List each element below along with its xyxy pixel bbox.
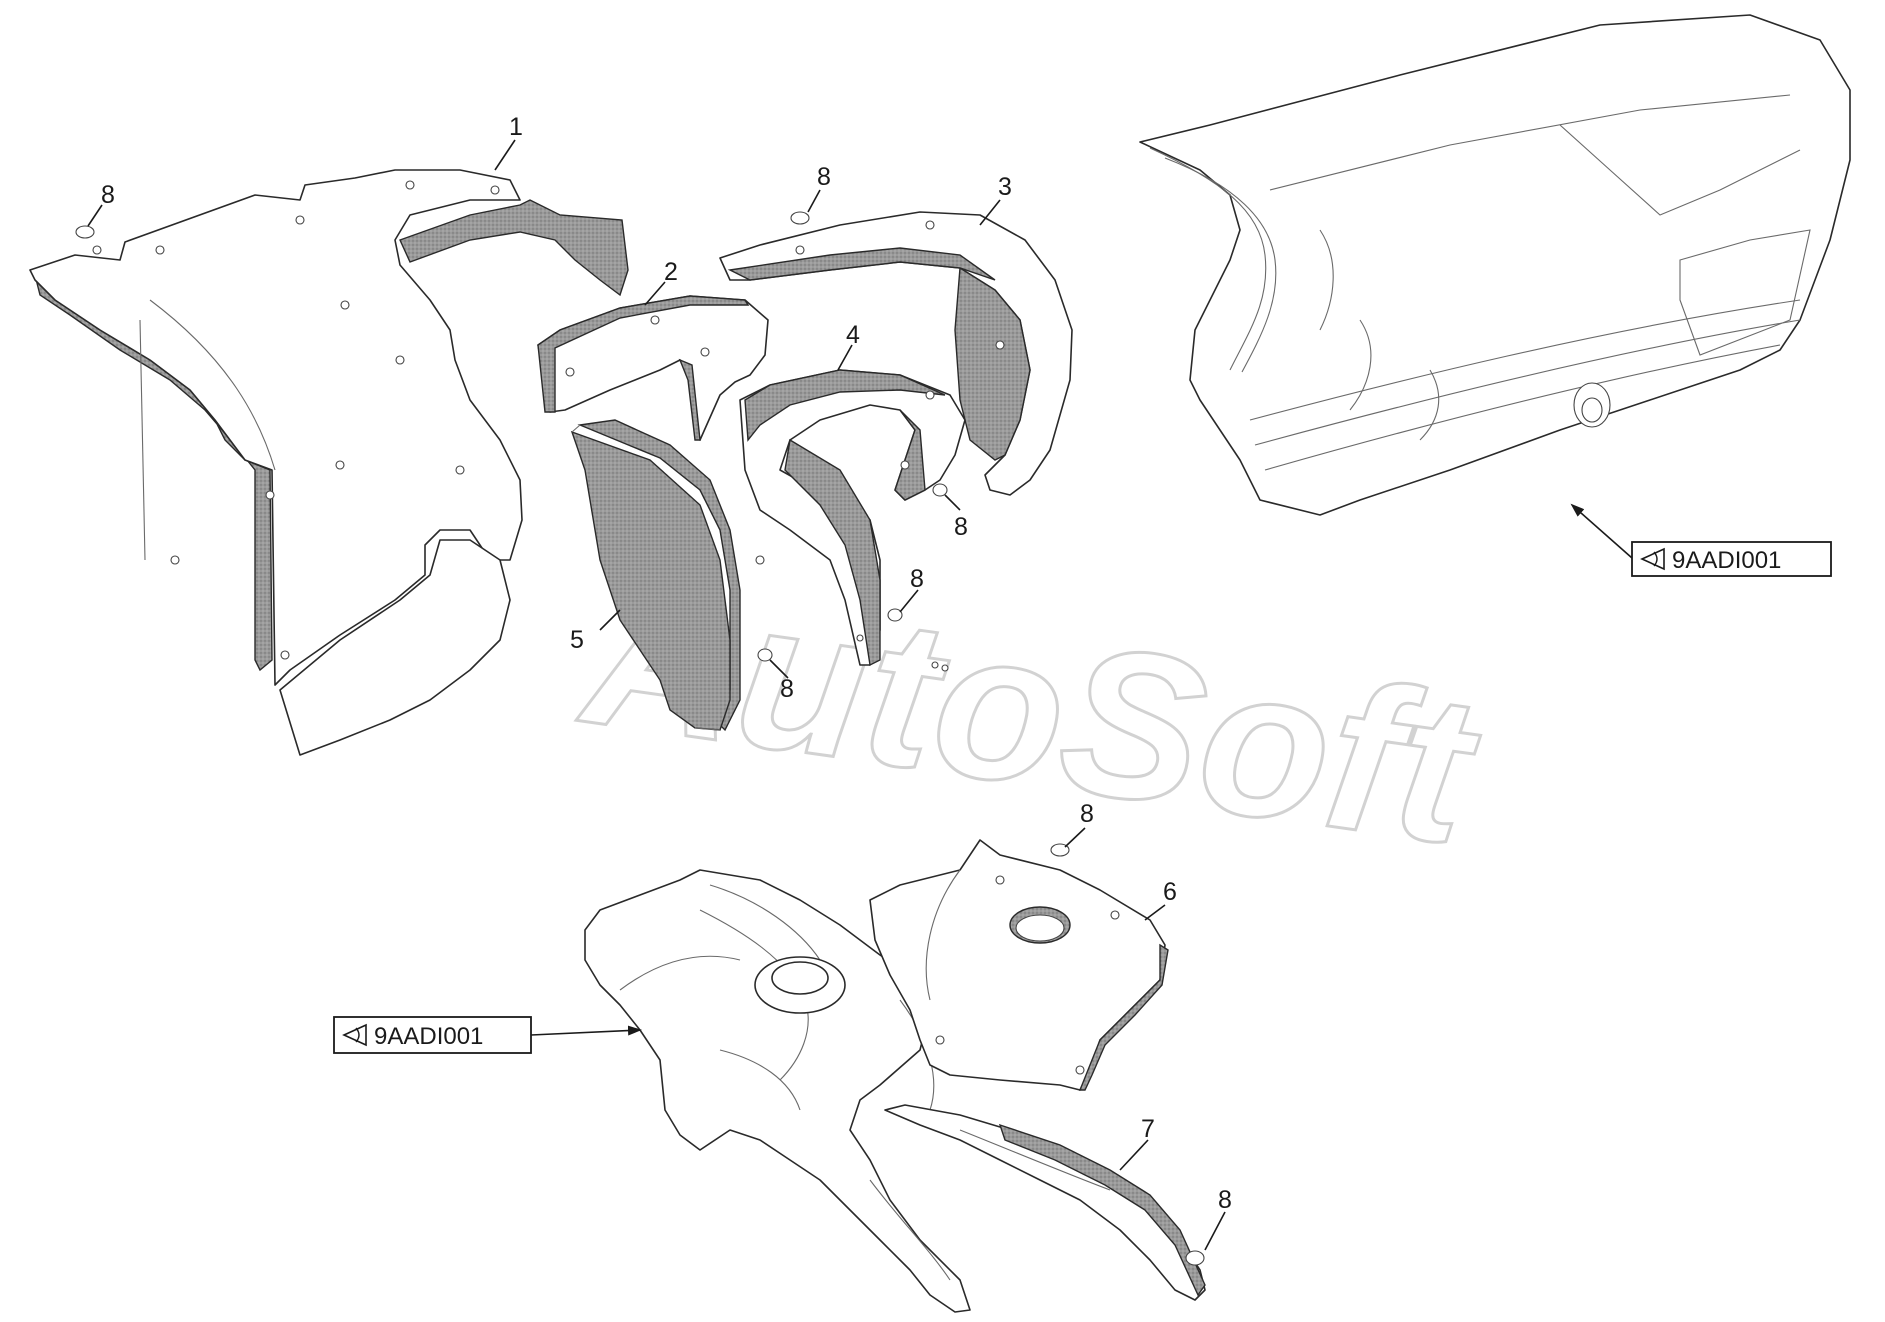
grommet-8-c: [932, 483, 948, 497]
grommet-8-a: [75, 225, 95, 239]
eye-view-icon: [1640, 547, 1665, 571]
callout-8-f: 8: [1080, 800, 1094, 828]
reference-code-top-right: 9AADI001: [1672, 547, 1781, 574]
part-7-curved-strip: [884, 1104, 1206, 1301]
callout-4: 4: [846, 321, 860, 349]
callout-8-d: 8: [910, 565, 924, 593]
callout-numbers: 1 8 2 3 8 4 5 8 8 8 8 6 7 8: [101, 113, 1232, 1214]
reference-code-bottom-left: 9AADI001: [374, 1023, 483, 1050]
callout-8-b: 8: [817, 163, 831, 191]
grommet-8-f: [1050, 843, 1070, 857]
callout-3: 3: [998, 173, 1012, 201]
part-5-foam-block: [570, 419, 741, 732]
callout-1: 1: [509, 113, 523, 141]
callout-6: 6: [1163, 878, 1177, 906]
grommet-8-e: [757, 648, 773, 662]
part-2-panel: [537, 295, 769, 441]
callout-2: 2: [664, 258, 678, 286]
callout-8-a: 8: [101, 181, 115, 209]
part-1-insulation-panel: [29, 169, 629, 756]
grommet-8-d: [887, 608, 903, 622]
callout-8-c: 8: [954, 513, 968, 541]
part-6-bottom-plate: [869, 839, 1169, 1091]
bottom-casing: [584, 869, 971, 1313]
part-3-arch-panel: [719, 211, 1073, 497]
callout-8-e: 8: [780, 675, 794, 703]
leader-lines: [87, 139, 1226, 1251]
callout-8-g: 8: [1218, 1186, 1232, 1214]
callout-7: 7: [1141, 1115, 1155, 1143]
engine-hood-shell: [1139, 14, 1851, 516]
callout-5: 5: [570, 626, 584, 654]
grommet-8-b: [790, 211, 810, 225]
eye-view-icon: [342, 1023, 367, 1047]
part-4-inner-arch: [739, 369, 966, 672]
reference-box-top-right: 9AADI001: [1570, 503, 1832, 577]
reference-box-bottom-left: 9AADI001: [333, 1016, 642, 1054]
grommet-8-g: [1185, 1250, 1205, 1266]
